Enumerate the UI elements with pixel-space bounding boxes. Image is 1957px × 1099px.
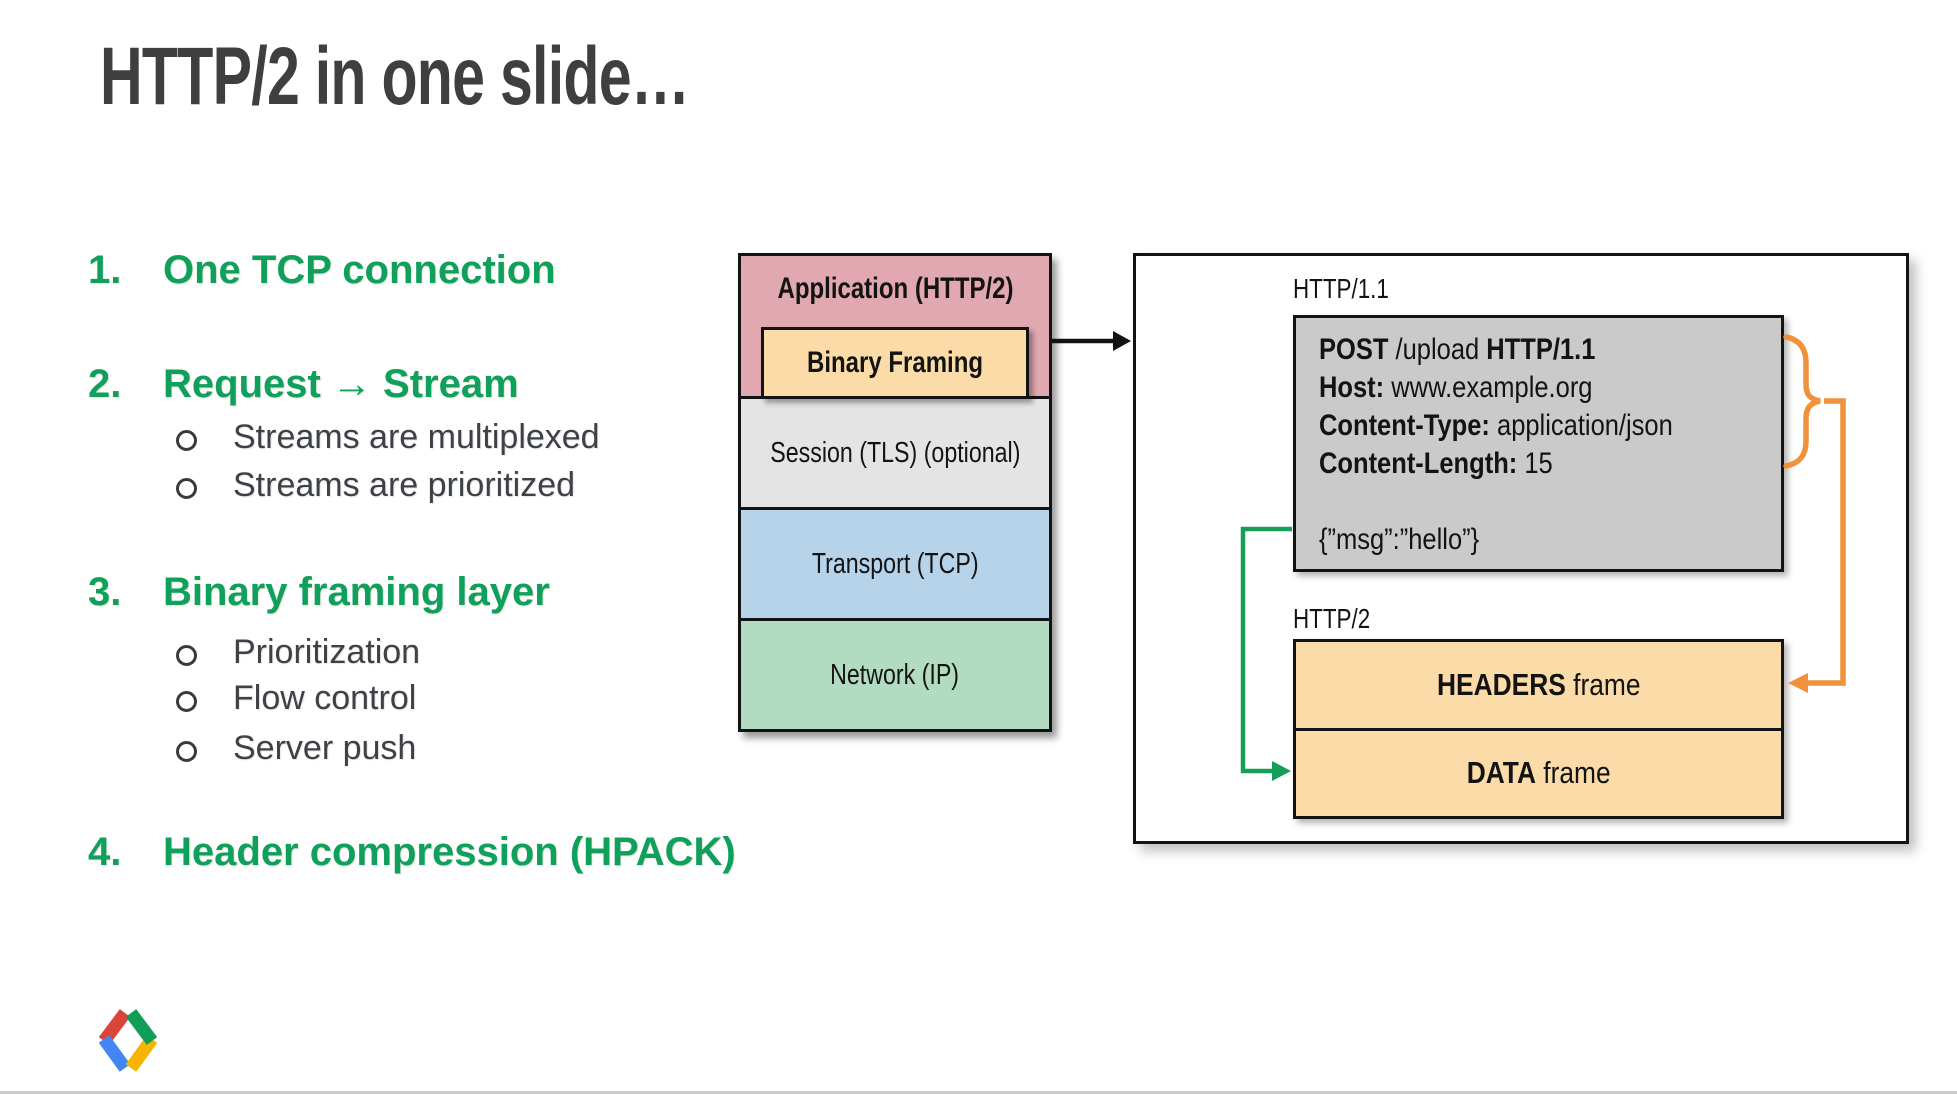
list-item-1-number: 1. xyxy=(88,248,122,292)
list-item-4-label: Header compression (HPACK) xyxy=(163,830,736,874)
request-line: POST /upload HTTP/1.1 xyxy=(1319,333,1596,366)
request-line: Content-Length: 15 xyxy=(1319,447,1553,480)
request-line: Host: www.example.org xyxy=(1319,371,1593,404)
http-mapping-panel: HTTP/1.1 POST /upload HTTP/1.1 Host: www… xyxy=(1133,253,1909,844)
page-title: HTTP/2 in one slide… xyxy=(100,34,697,120)
headers-frame-label: HEADERS frame xyxy=(1436,666,1641,702)
transport-layer-box: Transport (TCP) xyxy=(741,507,1049,618)
list-item-1-label: One TCP connection xyxy=(163,248,556,292)
headers-frame-row: HEADERS frame xyxy=(1296,642,1781,728)
network-layer-box: Network (IP) xyxy=(741,618,1049,729)
data-frame-label: DATA frame xyxy=(1466,755,1611,791)
session-layer-label: Session (TLS) (optional) xyxy=(769,436,1021,469)
page-title-text: HTTP/2 in one slide xyxy=(100,31,632,122)
bottom-divider xyxy=(0,1091,1957,1094)
black-arrow xyxy=(1052,331,1131,351)
protocol-stack-diagram: Application (HTTP/2) Binary Framing Sess… xyxy=(738,253,1052,732)
logo-blue-stroke xyxy=(98,1035,131,1072)
data-frame-row: DATA frame xyxy=(1296,727,1781,817)
bullet-circle-icon xyxy=(176,645,197,666)
http2-frames-box: HEADERS frame DATA frame xyxy=(1293,639,1784,819)
bullet-circle-icon xyxy=(176,430,197,451)
application-layer-box: Application (HTTP/2) Binary Framing xyxy=(741,256,1049,399)
session-layer-box: Session (TLS) (optional) xyxy=(741,396,1049,507)
request-line-blank xyxy=(1319,483,1673,521)
bullet-circle-icon xyxy=(176,478,197,499)
list-item-3-label: Binary framing layer xyxy=(163,570,550,614)
request-line: Content-Type: application/json xyxy=(1319,409,1673,442)
binary-framing-label: Binary Framing xyxy=(806,346,984,379)
list-item-4-number: 4. xyxy=(88,830,122,874)
bullet-circle-icon xyxy=(176,691,197,712)
network-layer-label: Network (IP) xyxy=(830,658,960,691)
list-item-2-label: Request → Stream xyxy=(163,362,519,406)
logo-red-stroke xyxy=(98,1009,131,1045)
list-item-2-number: 2. xyxy=(88,362,122,406)
transport-layer-label: Transport (TCP) xyxy=(811,547,979,580)
list-item-3-sub-2: Flow control xyxy=(233,679,417,717)
list-item-3-number: 3. xyxy=(88,570,122,614)
logo-green-stroke xyxy=(125,1009,158,1045)
http11-request-text: POST /upload HTTP/1.1 Host: www.example.… xyxy=(1319,331,1673,559)
http11-request-box: POST /upload HTTP/1.1 Host: www.example.… xyxy=(1293,315,1784,572)
http11-section-label: HTTP/1.1 xyxy=(1293,273,1389,304)
page-title-ellipsis: … xyxy=(630,31,698,122)
list-item-3-sub-1: Prioritization xyxy=(233,633,421,671)
binary-framing-box: Binary Framing xyxy=(761,327,1029,399)
list-item-3-sub-3: Server push xyxy=(233,729,417,767)
request-body-line: {”msg”:”hello”} xyxy=(1319,523,1480,556)
logo-yellow-stroke xyxy=(125,1035,158,1072)
application-layer-label: Application (HTTP/2) xyxy=(777,272,1013,305)
bullet-circle-icon xyxy=(176,741,197,762)
list-item-2-sub-1: Streams are multiplexed xyxy=(233,418,600,456)
http2-section-label: HTTP/2 xyxy=(1293,603,1371,634)
list-item-2-sub-2: Streams are prioritized xyxy=(233,466,576,504)
google-developers-logo xyxy=(98,1009,158,1072)
